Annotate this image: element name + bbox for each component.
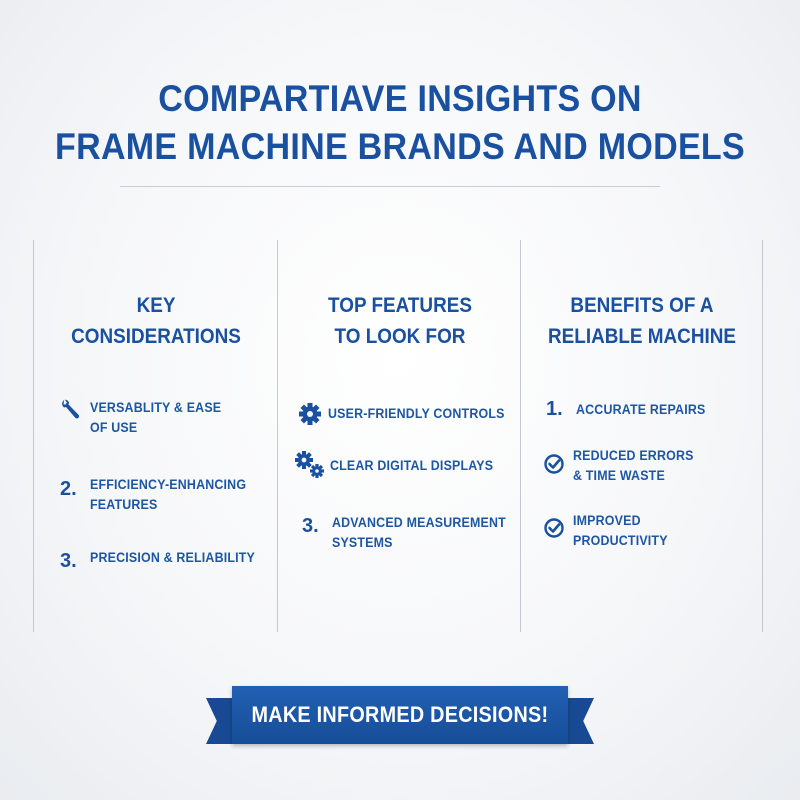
list-item-line: EFFICIENCY-ENHANCING — [90, 477, 247, 492]
title-line-1: COMPARTIAVE INSIGHTS ON — [158, 78, 642, 119]
list-item-text: VERSABLITY & EASE OF USE — [90, 398, 221, 438]
column-title-line: RELIABLE MACHINE — [548, 325, 736, 348]
list-item-text: CLEAR DIGITAL DISPLAYS — [330, 450, 493, 476]
check-circle-icon — [543, 446, 573, 475]
list-item-line: CLEAR DIGITAL DISPLAYS — [330, 458, 494, 473]
list-number: 1. — [546, 398, 563, 420]
column-title-line: TO LOOK FOR — [334, 325, 466, 348]
column-divider — [33, 240, 34, 632]
list-item-line: SYSTEMS — [332, 535, 393, 550]
check-circle-icon — [543, 511, 573, 539]
list-item-line: REDUCED ERRORS — [573, 448, 694, 463]
cta-banner: MAKE INFORMED DECISIONS! — [232, 686, 568, 744]
list-item-line: ACCURATE REPAIRS — [576, 402, 706, 417]
gear-icon — [298, 402, 328, 426]
list-item-text: IMPROVED PRODUCTIVITY — [573, 511, 668, 551]
list-item-precision: 3. PRECISION & RELIABILITY — [60, 548, 269, 573]
list-item-line: VERSABLITY & EASE — [90, 400, 222, 415]
column-divider — [277, 240, 278, 632]
list-item-text: EFFICIENCY-ENHANCING FEATURES — [90, 475, 246, 515]
list-item-text: REDUCED ERRORS & TIME WASTE — [573, 446, 694, 486]
list-item-line: FEATURES — [90, 497, 158, 512]
column-divider — [762, 240, 763, 632]
list-number: 3. — [302, 515, 319, 537]
column-title-line: TOP FEATURES — [328, 294, 472, 317]
list-item-accurate-repairs: 1. ACCURATE REPAIRS — [546, 398, 717, 421]
column-title-line: BENEFITS OF A — [570, 294, 714, 317]
list-item-line: USER-FRIENDLY CONTROLS — [328, 406, 505, 421]
cta-banner-label: MAKE INFORMED DECISIONS! — [251, 702, 549, 727]
list-item-line: OF USE — [90, 420, 138, 435]
list-item-text: PRECISION & RELIABILITY — [90, 548, 255, 568]
list-item-text: ACCURATE REPAIRS — [576, 398, 705, 420]
list-item-versability: VERSABLITY & EASE OF USE — [60, 398, 233, 438]
list-item-line: IMPROVED — [573, 513, 641, 528]
list-item-efficiency: 2. EFFICIENCY-ENHANCING FEATURES — [60, 475, 260, 515]
list-number: 2. — [60, 478, 77, 500]
list-item-productivity: IMPROVED PRODUCTIVITY — [543, 511, 676, 551]
wrench-icon — [60, 398, 90, 422]
column-title-top-features: TOP FEATURES TO LOOK FOR — [294, 290, 506, 352]
list-item-line: ADVANCED MEASUREMENT — [332, 515, 506, 530]
list-item-line: & TIME WASTE — [573, 468, 665, 483]
column-title-key-considerations: KEY CONSIDERATIONS — [52, 290, 261, 352]
list-item-measurement: 3. ADVANCED MEASUREMENT SYSTEMS — [302, 513, 521, 553]
list-item-text: ADVANCED MEASUREMENT SYSTEMS — [332, 513, 506, 553]
gears-icon — [294, 450, 330, 480]
list-item-user-friendly: USER-FRIENDLY CONTROLS — [298, 402, 520, 426]
column-title-benefits: BENEFITS OF A RELIABLE MACHINE — [536, 290, 748, 352]
title-line-2: FRAME MACHINE BRANDS AND MODELS — [55, 126, 745, 167]
title-divider — [120, 186, 660, 187]
page-title: COMPARTIAVE INSIGHTS ON FRAME MACHINE BR… — [32, 75, 768, 171]
list-item-text: USER-FRIENDLY CONTROLS — [328, 402, 505, 424]
list-number: 3. — [60, 550, 77, 572]
column-title-line: KEY — [136, 294, 176, 317]
column-title-line: CONSIDERATIONS — [71, 325, 241, 348]
list-item-digital-displays: CLEAR DIGITAL DISPLAYS — [294, 450, 507, 480]
column-divider — [520, 240, 521, 632]
list-item-line: PRECISION & RELIABILITY — [90, 550, 256, 565]
list-item-line: PRODUCTIVITY — [573, 533, 668, 548]
list-item-reduced-errors: REDUCED ERRORS & TIME WASTE — [543, 446, 704, 486]
